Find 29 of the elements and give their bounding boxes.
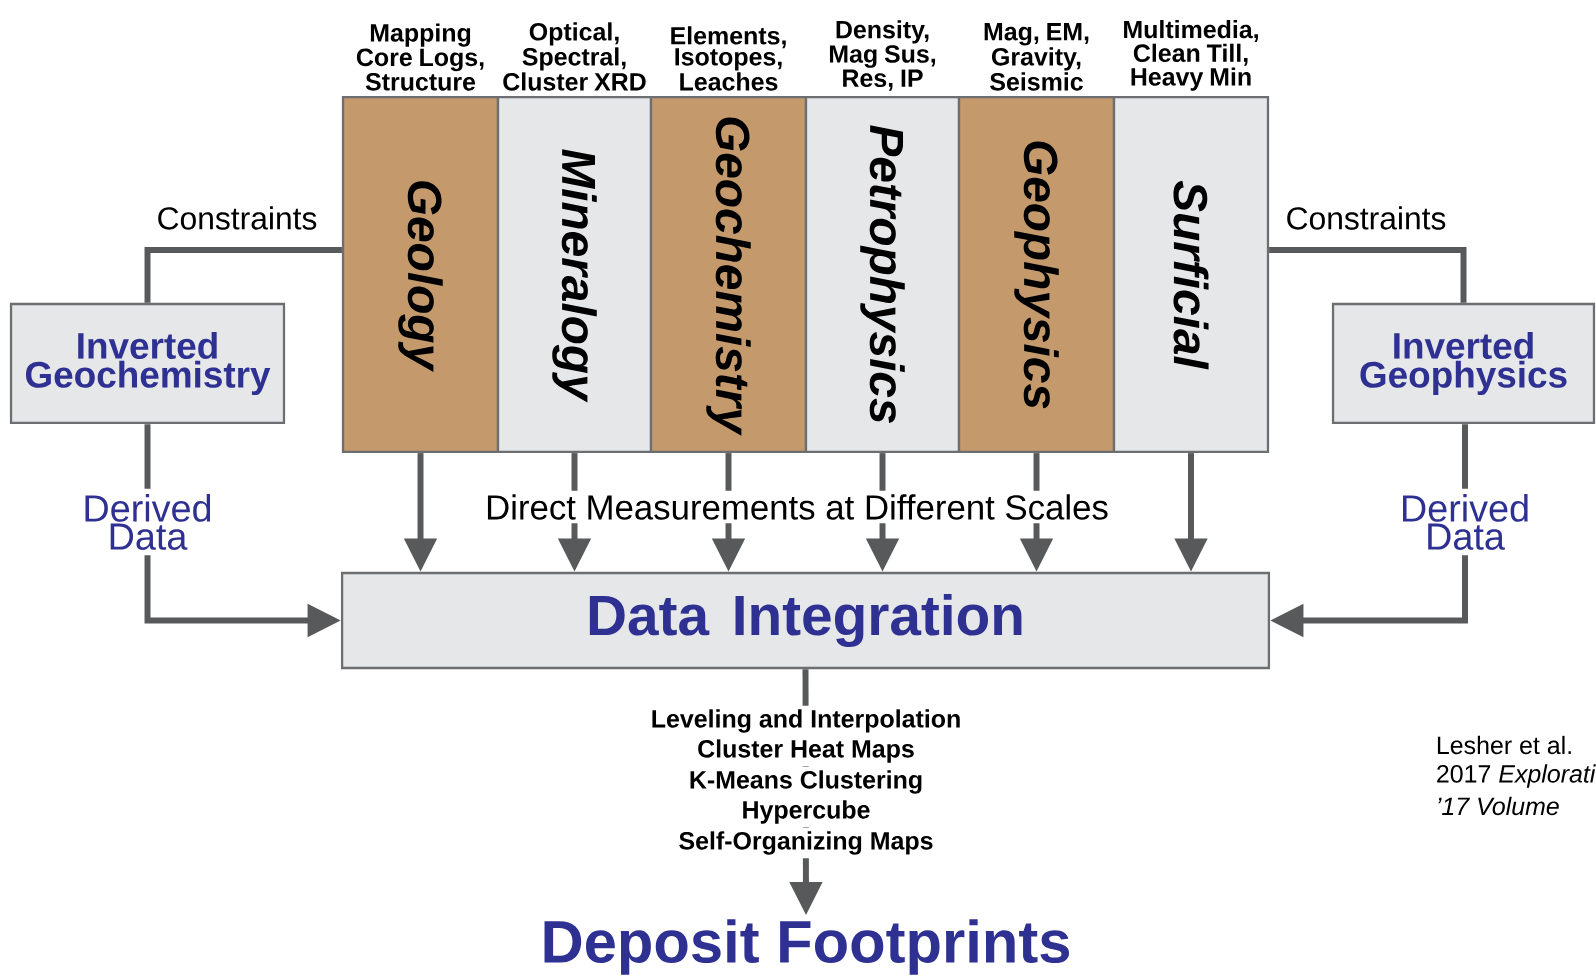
column-caption: Density, Mag Sus, Res, IP — [829, 20, 936, 91]
label: Direct Measurements at Different Scales — [481, 490, 1113, 524]
list-item: Self-Organizing Maps — [674, 827, 938, 859]
list-item: Hypercube — [738, 796, 874, 828]
list-item: Cluster Heat Maps — [693, 735, 919, 767]
column-box: Surficial — [1112, 95, 1270, 454]
column-box: Geophysics — [957, 95, 1116, 454]
edge-label: Derived Data — [67, 488, 228, 556]
citation: 2017 Explorati — [1437, 764, 1596, 788]
column-box: Petrophysics — [804, 95, 961, 454]
column-caption: Optical, Spectral, Cluster XRD — [503, 22, 646, 91]
result-text: Deposit Footprints — [544, 919, 1070, 975]
list-item: K-Means Clustering — [685, 766, 927, 798]
column-box: Geochemistry — [649, 95, 808, 454]
column-caption: Mapping Core Logs, Structure — [356, 23, 484, 91]
list-item: Leveling and Interpolation — [647, 705, 965, 737]
process-box: Inverted Geophysics — [1331, 302, 1596, 425]
edge-label: Derived Data — [1384, 488, 1546, 556]
edge-label: Constraints — [158, 206, 317, 230]
column-caption: Multimedia, Clean Till, Heavy Min — [1124, 20, 1258, 91]
column-box: Geology — [341, 95, 500, 454]
column-box: Mineralogy — [496, 95, 653, 454]
process-box: Data Integration — [340, 571, 1271, 670]
edge-label: Constraints — [1287, 206, 1446, 230]
column-caption: Mag, EM, Gravity, Seismic — [984, 23, 1089, 91]
citation: Lesher et al. — [1437, 735, 1571, 755]
column-caption: Elements, Isotopes, Leaches — [671, 26, 786, 91]
process-box: Inverted Geochemistry — [9, 302, 286, 425]
citation: ’17 Volume — [1438, 796, 1559, 816]
